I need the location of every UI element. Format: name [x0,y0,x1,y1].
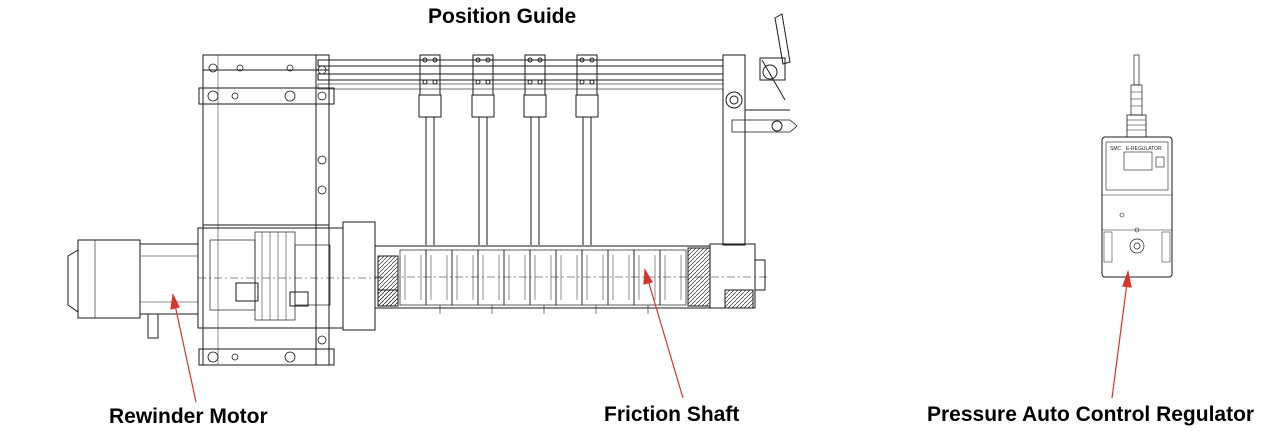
pressure-regulator-label: Pressure Auto Control Regulator [927,403,1255,426]
right-frame-plate [722,13,798,246]
position-guide-arms [418,54,599,245]
friction-shaft [374,243,770,314]
regulator-brand-text: SMC [1110,146,1122,152]
regulator-model-text: E-REGULATOR [1126,146,1162,152]
friction-shaft-label: Friction Shaft [604,403,740,426]
rewinder-motor-label: Rewinder Motor [109,405,268,428]
friction-shaft-pointer-arrow [643,268,684,399]
regulator-pointer-arrow [1111,269,1132,399]
position-guide-label: Position Guide [428,5,577,28]
rewinder-motor-body [67,239,199,339]
pressure-regulator-unit [1101,54,1173,278]
rewinder-motor-pointer-arrow [170,293,197,403]
top-guide-bars [317,59,724,90]
left-frame-plate [198,54,335,366]
gearbox-housing [197,221,385,331]
